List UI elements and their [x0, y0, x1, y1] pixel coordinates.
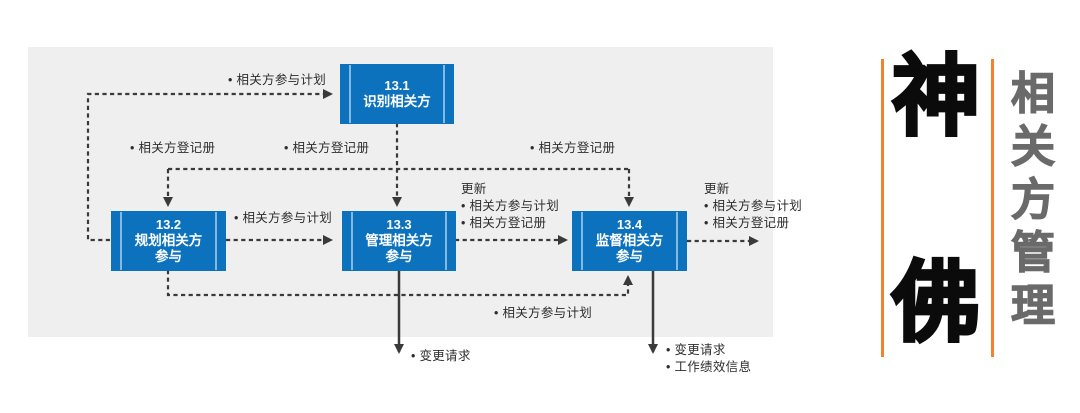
brand-character-top: 神: [890, 47, 981, 146]
label-outputs-13-4: • 变更请求 • 工作绩效信息: [666, 343, 752, 374]
process-box-13-4: 13.4 监督相关方 参与: [573, 212, 686, 270]
process-name: 识别相关方: [363, 94, 431, 109]
chapter-vertical-title: 相关方管理: [1003, 69, 1053, 335]
process-box-13-3: 13.3 管理相关方 参与: [343, 212, 455, 270]
accent-line-left: [881, 59, 884, 357]
label-plan-feedback-13-4: • 相关方参与计划: [494, 306, 593, 320]
process-code: 13.1: [384, 78, 410, 93]
brand-character-bottom: 佛: [890, 253, 981, 352]
process-name: 监督相关方 参与: [595, 233, 664, 264]
process-box-13-2: 13.2 规划相关方 参与: [112, 212, 225, 270]
accent-line-right: [991, 59, 994, 357]
label-plan-to-13-1: • 相关方参与计划: [228, 73, 327, 87]
process-code: 13.2: [155, 217, 182, 232]
process-code: 13.4: [616, 217, 643, 232]
process-name: 规划相关方 参与: [134, 233, 203, 264]
label-register-left: • 相关方登记册: [130, 141, 216, 155]
label-register-mid: • 相关方登记册: [284, 141, 370, 155]
label-register-right: • 相关方登记册: [530, 141, 616, 155]
label-plan-13-2-to-13-3: • 相关方参与计划: [234, 211, 333, 225]
label-updates-13-3: 更新 • 相关方参与计划 • 相关方登记册: [461, 182, 560, 230]
process-box-13-1: 13.1 识别相关方: [341, 65, 453, 123]
label-updates-13-4: 更新 • 相关方参与计划 • 相关方登记册: [704, 182, 803, 230]
process-name: 管理相关方 参与: [365, 233, 433, 264]
label-change-requests-13-3: • 变更请求: [411, 349, 471, 363]
process-code: 13.3: [386, 217, 412, 232]
